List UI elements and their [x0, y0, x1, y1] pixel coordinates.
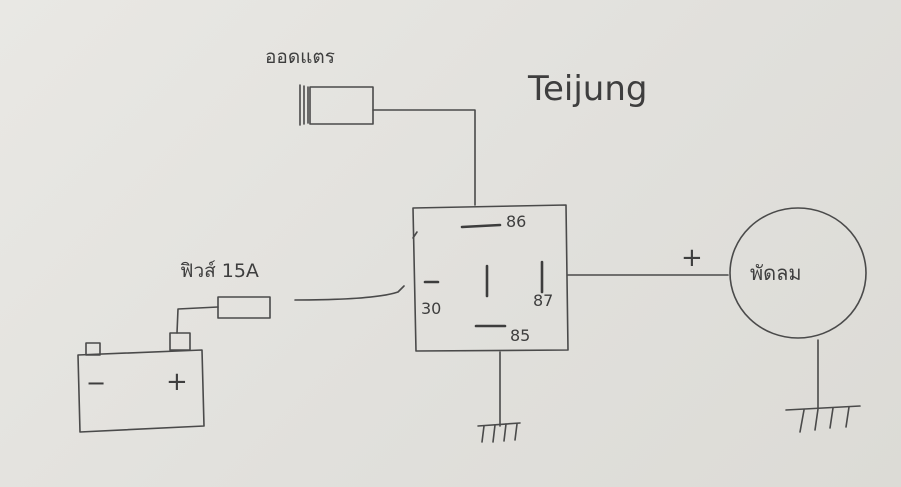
horn-switch	[299, 84, 374, 126]
relay-pin86-label: 86	[506, 212, 526, 231]
relay-ground-tick4	[514, 423, 518, 441]
relay-ground-bar	[477, 422, 521, 427]
fuse-body	[217, 296, 271, 319]
fan-label: พัดลม	[750, 261, 802, 285]
horn-body	[309, 86, 374, 125]
battery-pos-terminal	[169, 332, 191, 351]
wire-horn-to-relay	[372, 109, 476, 206]
battery-neg-terminal	[85, 342, 101, 356]
fan-ground-tick1	[799, 409, 805, 433]
battery-plus-sign: +	[166, 367, 188, 397]
battery-minus-sign: −	[86, 369, 106, 397]
wire-fuse-to-relay	[294, 285, 405, 301]
relay-ground-tick3	[503, 423, 507, 442]
fan-ground-bar	[785, 405, 861, 411]
relay-body	[412, 204, 569, 352]
relay-pin86-bar	[460, 223, 502, 229]
relay-pin85-label: 85	[510, 326, 530, 345]
relay-pin87-label: 87	[533, 291, 553, 310]
wire-battery-to-fuse	[176, 306, 219, 334]
battery-body	[77, 349, 205, 433]
fan-plus-sign: +	[681, 243, 703, 273]
fan-ground	[785, 339, 861, 433]
fan-ground-tick4	[845, 406, 850, 428]
fan-ground-tick2	[814, 408, 819, 431]
relay-ground	[477, 351, 521, 443]
fan-body	[729, 207, 867, 339]
relay-ground-tick2	[492, 424, 496, 443]
fuse-label: ฟิวส์ 15A	[180, 260, 259, 282]
relay-edge-tick	[412, 231, 418, 239]
relay-pin30-label: 30	[421, 299, 441, 318]
fan-ground-tick3	[829, 407, 834, 429]
relay	[412, 204, 569, 352]
horn-label: ออดแตร	[265, 46, 335, 68]
diagram-title: Teijung	[527, 69, 647, 109]
relay-ground-tick1	[481, 425, 485, 443]
battery	[77, 332, 205, 433]
